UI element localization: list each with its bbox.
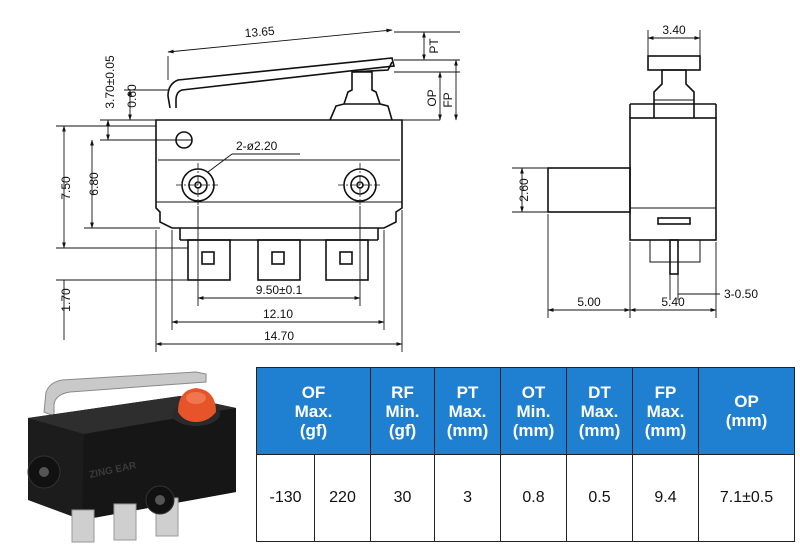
header-op: OP(mm) (698, 367, 796, 455)
side-view (547, 55, 717, 275)
spec-value-row: -130 220 30 3 0.8 0.5 9.4 7.1±0.5 (256, 454, 796, 542)
terminal-3 (325, 239, 369, 281)
dim-height-260: 2.60 (517, 178, 531, 202)
front-view (155, 57, 403, 281)
side-stud (547, 167, 631, 213)
value-rf: 30 (370, 454, 436, 542)
side-lever-block (647, 55, 701, 71)
dim-hole-dia: 2-ø2.20 (236, 139, 278, 153)
lever-outline (167, 57, 395, 109)
side-plunger (653, 69, 695, 118)
dim-height-680: 6.80 (87, 172, 101, 196)
side-body (629, 117, 717, 241)
dim-fp: FP (441, 92, 455, 107)
terminal-2 (257, 239, 301, 281)
dim-height-750: 7.50 (59, 176, 73, 200)
value-pt: 3 (434, 454, 502, 542)
value-ot: 0.8 (500, 454, 568, 542)
plunger-outline (329, 71, 393, 121)
microswitch-photo-icon: ZING EAR (10, 360, 248, 545)
side-terminal (669, 239, 679, 275)
dim-terminal-050: 3-0.50 (724, 287, 758, 301)
dim-370: 3.70±0.05 (103, 55, 117, 109)
value-op: 7.1±0.5 (698, 454, 796, 542)
dim-op: OP (425, 89, 439, 106)
dim-body-length: 12.10 (263, 307, 293, 321)
dim-060: 0.60 (125, 84, 139, 108)
dim-pt: PT (427, 38, 441, 54)
value-fp: 9.4 (632, 454, 700, 542)
dim-540: 5.40 (661, 295, 685, 309)
terminal-1 (187, 239, 231, 281)
dim-500: 5.00 (577, 295, 601, 309)
dim-width-340: 3.40 (662, 23, 686, 37)
value-of-b: 220 (313, 454, 372, 542)
switch-body-outline (155, 119, 403, 229)
dim-terminal-170: 1.70 (59, 288, 73, 312)
dim-hole-pitch: 9.50±0.1 (256, 283, 303, 297)
dim-total-length: 14.70 (264, 329, 294, 343)
value-of-a: -130 (256, 454, 315, 542)
technical-drawing: 13.65 PT OP FP 3.70±0.05 0.60 7.50 6.80 … (56, 23, 758, 352)
value-dt: 0.5 (566, 454, 634, 542)
dim-lever-length: 13.65 (244, 24, 275, 41)
